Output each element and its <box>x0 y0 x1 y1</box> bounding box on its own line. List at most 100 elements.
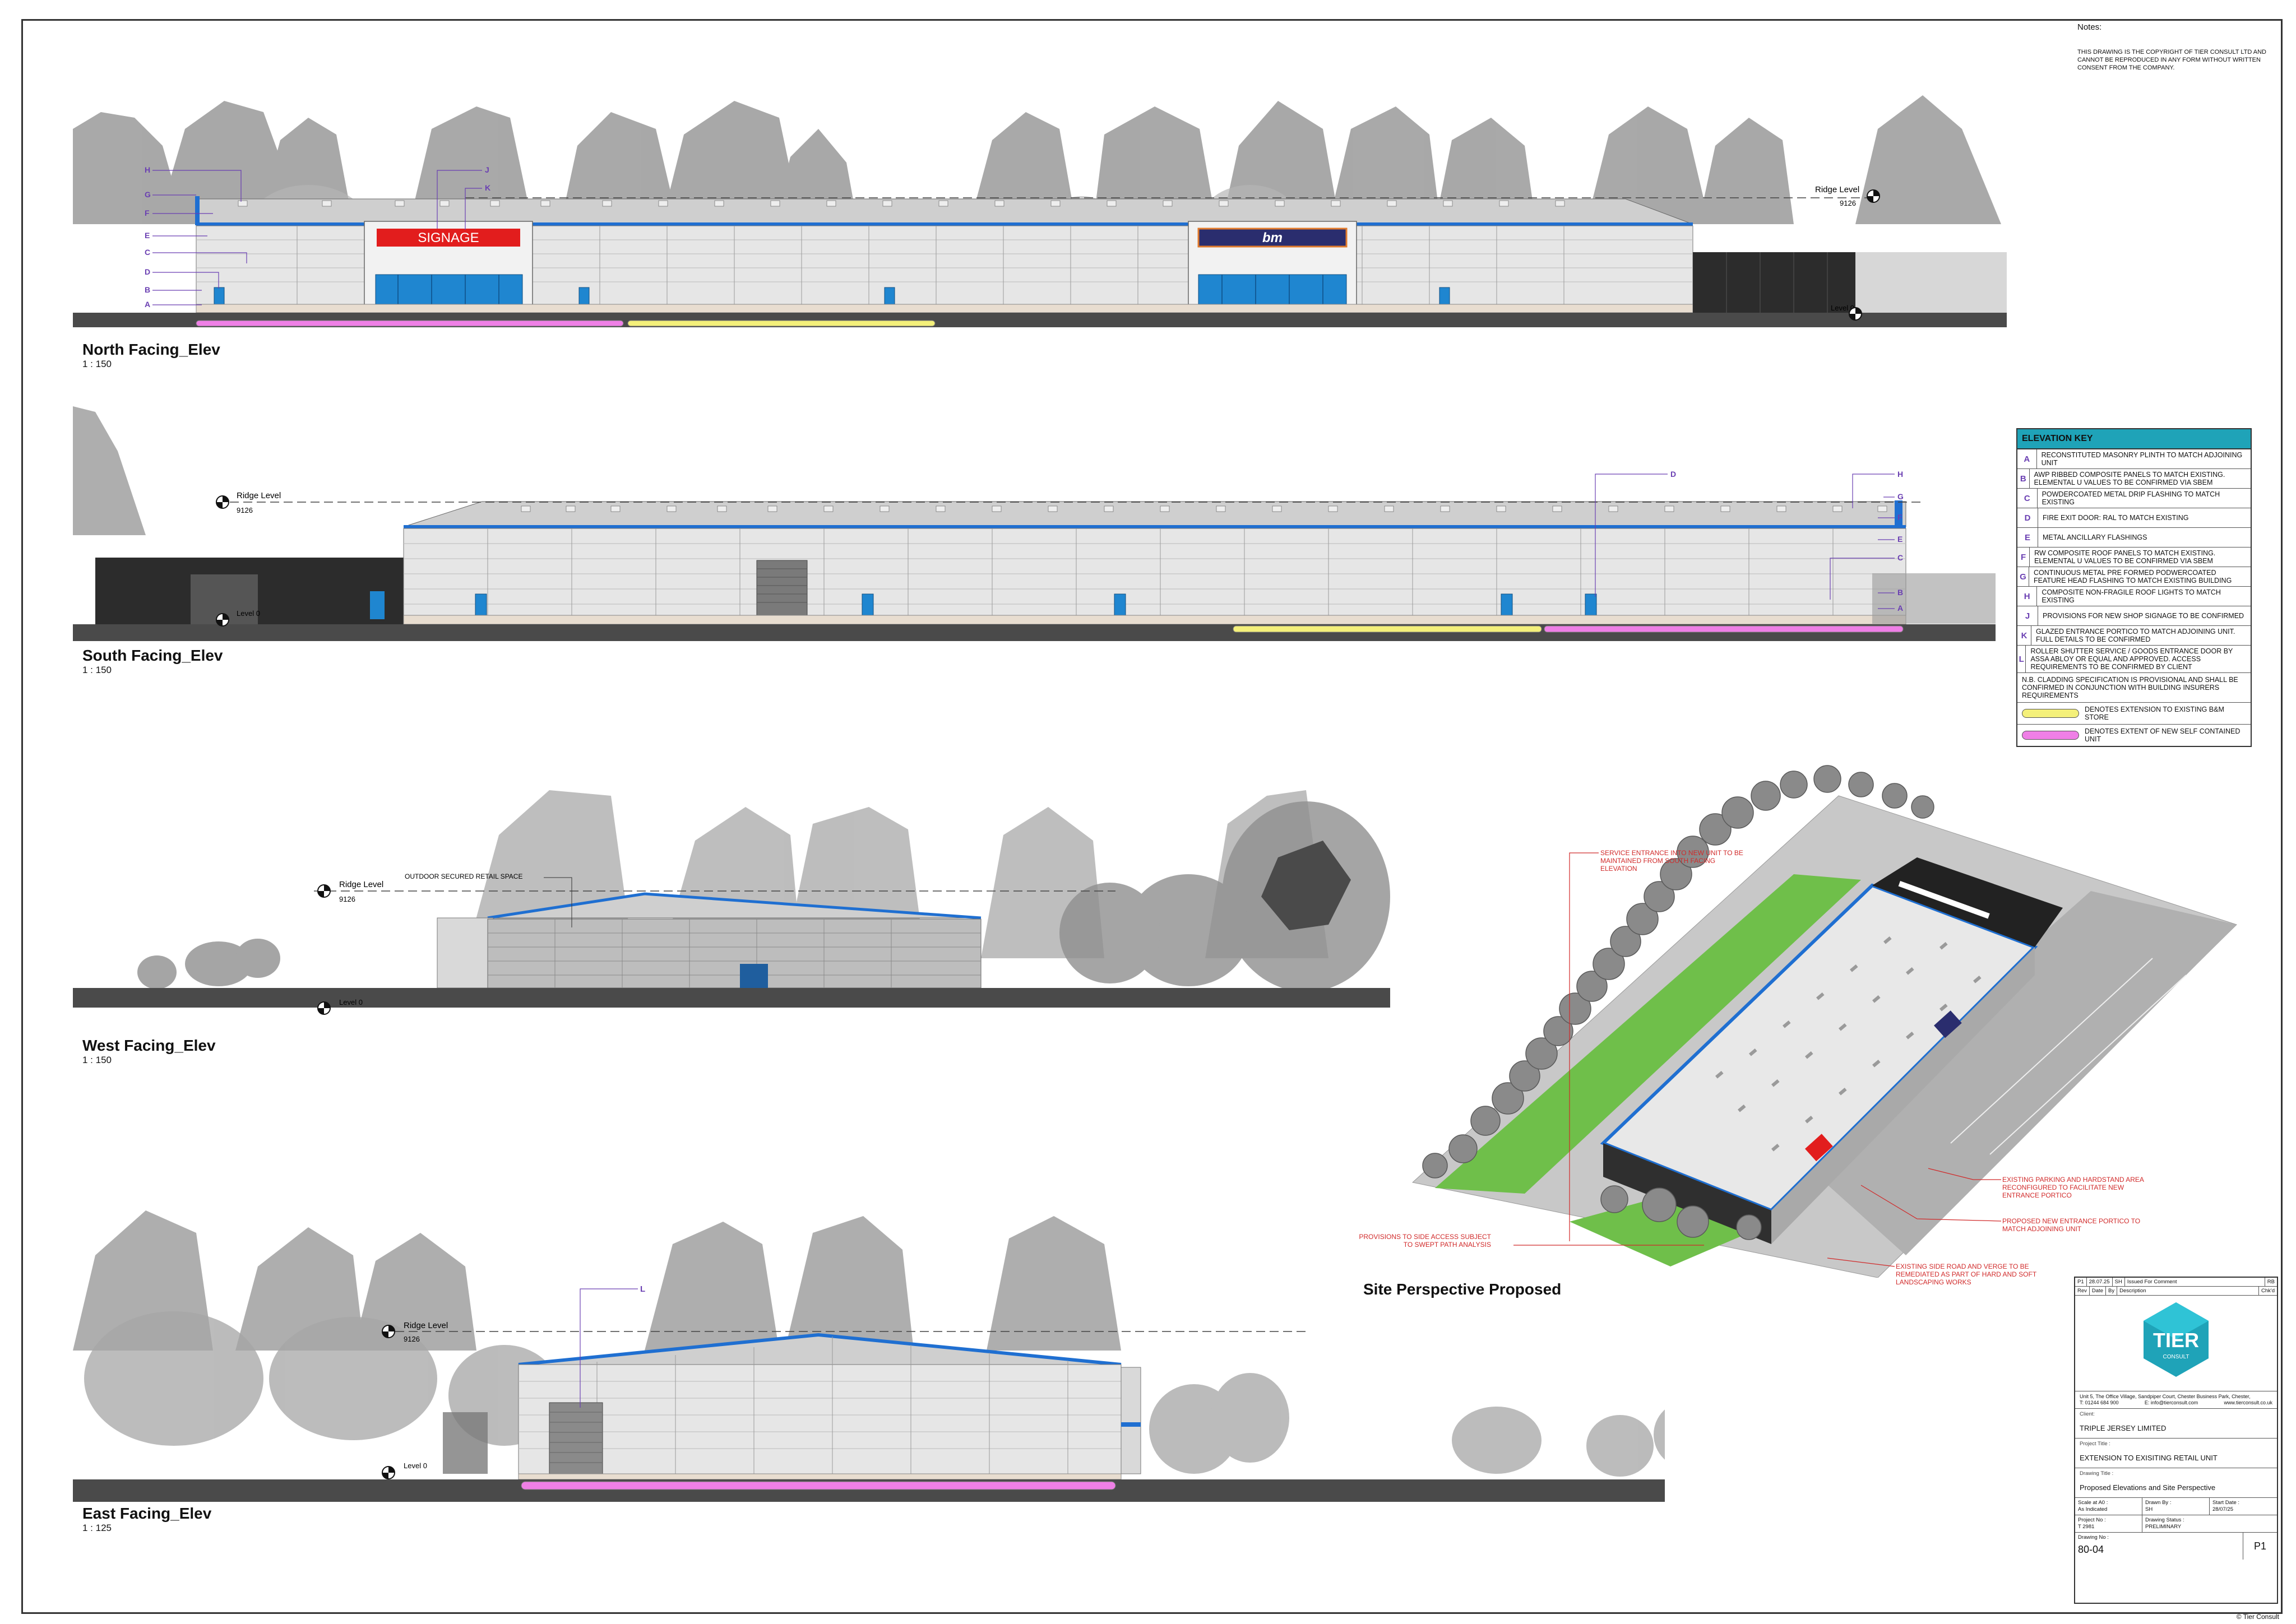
masonry-plinth <box>196 304 1693 313</box>
service-entrance-annotation: SERVICE ENTRANCE INTO NEW UNIT TO BE MAI… <box>1600 849 1743 873</box>
south-elevation-scale: 1 : 150 <box>82 665 112 675</box>
svg-text:F: F <box>1897 513 1902 522</box>
site-perspective <box>1411 765 2237 1278</box>
new-unit-extent <box>196 320 624 327</box>
revision-number: P1 <box>2253 1540 2267 1552</box>
secured-retail-space <box>487 918 982 989</box>
north-elevation-title: North Facing_Elev <box>82 341 220 358</box>
yellow-swatch <box>2022 709 2079 718</box>
svg-text:G: G <box>145 190 151 199</box>
facade <box>403 528 1906 616</box>
feature-flashing <box>404 525 1906 528</box>
ridge-level-value: 9126 <box>1840 199 1856 207</box>
copyright-notice: THIS DRAWING IS THE COPYRIGHT OF TIER CO… <box>2077 49 2266 71</box>
ridge-level-label: Ridge Level <box>339 880 383 889</box>
east-elevation-scale: 1 : 125 <box>82 1523 112 1533</box>
svg-text:E: E <box>145 231 150 240</box>
perspective-trees <box>1422 765 1934 1240</box>
tier-consult-logo: TIER CONSULT <box>2144 1302 2209 1377</box>
bm-logo: bm <box>1262 230 1283 245</box>
ridge-level-label: Ridge Level <box>404 1321 448 1330</box>
adjoining-unit <box>1693 252 1855 313</box>
ridge-level-label: Ridge Level <box>237 491 281 500</box>
svg-text:H: H <box>1897 470 1903 479</box>
legend-item: DENOTES EXTENT OF NEW SELF CONTAINED UNI… <box>2017 725 2251 746</box>
feature-flashing <box>196 222 1693 226</box>
north-elevation: SIGNAGE bm Ridge Level 9126 Level 0 HGF … <box>73 95 2007 327</box>
perspective-title: Site Perspective Proposed <box>1363 1280 1562 1298</box>
east-elevation: Ridge Level 9126 Level 0 L <box>73 1210 1665 1502</box>
svg-text:K: K <box>485 183 490 192</box>
cladding-note: N.B. CLADDING SPECIFICATION IS PROVISION… <box>2017 673 2251 703</box>
roof-lights <box>1715 936 1982 1152</box>
bm-extension-extent <box>1233 625 1542 633</box>
drawing-sheet <box>21 19 2283 1614</box>
copyright-label: © Tier Consult <box>2236 1613 2279 1621</box>
svg-text:G: G <box>1897 492 1904 501</box>
svg-text:TIER: TIER <box>2153 1329 2199 1352</box>
signage-label: SIGNAGE <box>418 230 479 245</box>
svg-text:F: F <box>145 208 150 217</box>
svg-text:B: B <box>145 285 150 294</box>
ridge-level-label: Ridge Level <box>1815 185 1859 194</box>
svg-text:A: A <box>145 300 150 309</box>
svg-text:D: D <box>145 267 150 276</box>
drawing-number-row: Drawing No : 80-04 P1 <box>2075 1533 2277 1560</box>
pink-swatch <box>2022 731 2079 740</box>
svg-text:C: C <box>1897 553 1903 562</box>
ridge-level-value: 9126 <box>237 506 253 514</box>
ground-level-label: Level 0 <box>339 998 363 1006</box>
west-elevation: Ridge Level 9126 Level 0 OUTDOOR SECURED… <box>73 790 1390 1015</box>
annotation-leaders <box>1513 852 2002 1267</box>
west-elevation-scale: 1 : 150 <box>82 1055 112 1065</box>
key-marker-l: L <box>640 1284 645 1294</box>
meta-grid-2: Project No :T 2981 Drawing Status :PRELI… <box>2075 1515 2277 1533</box>
bm-extension-extent <box>627 320 936 327</box>
notes-heading: Notes: <box>2077 22 2102 32</box>
portico-annotation: PROPOSED NEW ENTRANCE PORTICO TO MATCH A… <box>2002 1217 2141 1233</box>
gable-facade <box>518 1364 1122 1474</box>
legend-item: DENOTES EXTENSION TO EXISTING B&M STORE <box>2017 703 2251 725</box>
east-elevation-title: East Facing_Elev <box>82 1505 212 1522</box>
new-unit-extent <box>1544 625 1904 633</box>
ground-level-label: Level 0 <box>1831 304 1854 312</box>
ground <box>73 988 1390 1008</box>
meta-grid-1: Scale at A0 :As Indicated Drawn By :SH S… <box>2075 1498 2277 1515</box>
key-markers: HGF ECD BA JK <box>145 165 490 309</box>
roller-shutter-door <box>549 1402 603 1474</box>
ground-level-label: Level 0 <box>404 1461 427 1470</box>
ridge-level-value: 9126 <box>339 895 355 903</box>
elevation-key-title: ELEVATION KEY <box>2017 429 2251 449</box>
svg-text:CONSULT: CONSULT <box>2163 1354 2189 1360</box>
side-road-annotation: EXISTING SIDE ROAD AND VERGE TO BE REMED… <box>1896 1263 2036 1286</box>
client-field: Client:TRIPLE JERSEY LIMITED <box>2075 1409 2277 1439</box>
svg-text:C: C <box>145 248 150 257</box>
svg-text:H: H <box>145 165 150 174</box>
parking-annotation: EXISTING PARKING AND HARDSTAND AREA RECO… <box>2002 1176 2144 1199</box>
project-title-field: Project Title :EXTENSION TO EXISITING RE… <box>2075 1439 2277 1468</box>
signage-panel <box>377 229 520 247</box>
roof-lights <box>238 200 1565 207</box>
notes-panel: Notes: THIS DRAWING IS THE COPYRIGHT OF … <box>2077 22 2274 72</box>
west-elevation-title: West Facing_Elev <box>82 1037 216 1054</box>
company-logo-area: TIER CONSULT <box>2075 1296 2277 1391</box>
roof-lights <box>521 505 1887 512</box>
roller-shutter-door <box>756 560 808 617</box>
grass-verge <box>1435 874 1861 1194</box>
